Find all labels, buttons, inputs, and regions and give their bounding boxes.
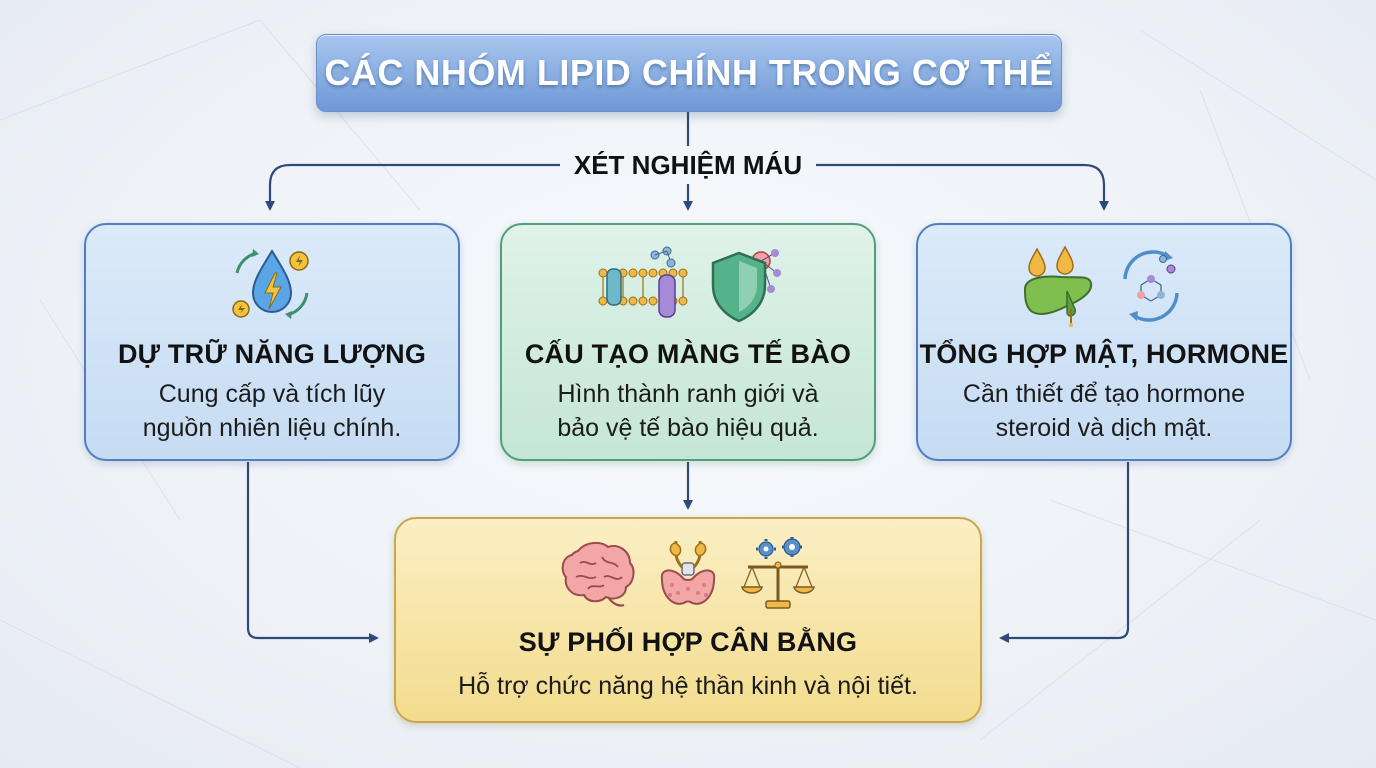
molecule-cycle-icon (1123, 250, 1179, 322)
hub-label: XÉT NGHIỆM MÁU (573, 149, 803, 180)
card-energy-storage: DỰ TRỮ NĂNG LƯỢNG Cung cấp và tích lũy n… (84, 223, 460, 461)
card-description: Hỗ trợ chức năng hệ thần kinh và nội tiế… (458, 672, 918, 700)
title-banner: CÁC NHÓM LIPID CHÍNH TRONG CƠ THỂ (316, 34, 1062, 112)
balance-scale-gears-icon (741, 537, 815, 609)
hub-to-right-arrow (816, 163, 1109, 211)
card-bile-hormone: TỔNG HỢP MẬT, HORMONE Cần thiết để tạo h… (916, 223, 1292, 461)
card-description: Hình thành ranh giới và bảo vệ tế bào hi… (557, 380, 819, 442)
page-title: CÁC NHÓM LIPID CHÍNH TRONG CƠ THỂ (324, 52, 1054, 93)
card-heading: SỰ PHỐI HỢP CÂN BẰNG (518, 627, 858, 657)
right-to-bottom-arrow (999, 462, 1130, 643)
card-balance-coordination: SỰ PHỐI HỢP CÂN BẰNG Hỗ trợ chức năng hệ… (394, 517, 982, 723)
brain-icon (561, 541, 635, 607)
card-description: Cung cấp và tích lũy nguồn nhiên liệu ch… (142, 380, 402, 442)
card-heading: CẤU TẠO MÀNG TẾ BÀO (524, 339, 852, 369)
energy-droplet-cycle-icon (232, 249, 309, 319)
card-description: Cần thiết để tạo hormone steroid và dịch… (962, 380, 1246, 442)
thyroid-gland-icon (660, 540, 716, 605)
cell-membrane-icon (598, 246, 688, 318)
hub-to-left-arrow (265, 163, 560, 211)
protective-shield-icon (711, 249, 781, 323)
liver-bile-icon (1023, 245, 1093, 327)
card-cell-membrane: CẤU TẠO MÀNG TẾ BÀO Hình thành ranh giới… (500, 223, 876, 461)
left-to-bottom-arrow (246, 462, 379, 643)
card-heading: DỰ TRỮ NĂNG LƯỢNG (117, 339, 427, 369)
card-heading: TỔNG HỢP MẬT, HORMONE (919, 339, 1289, 369)
